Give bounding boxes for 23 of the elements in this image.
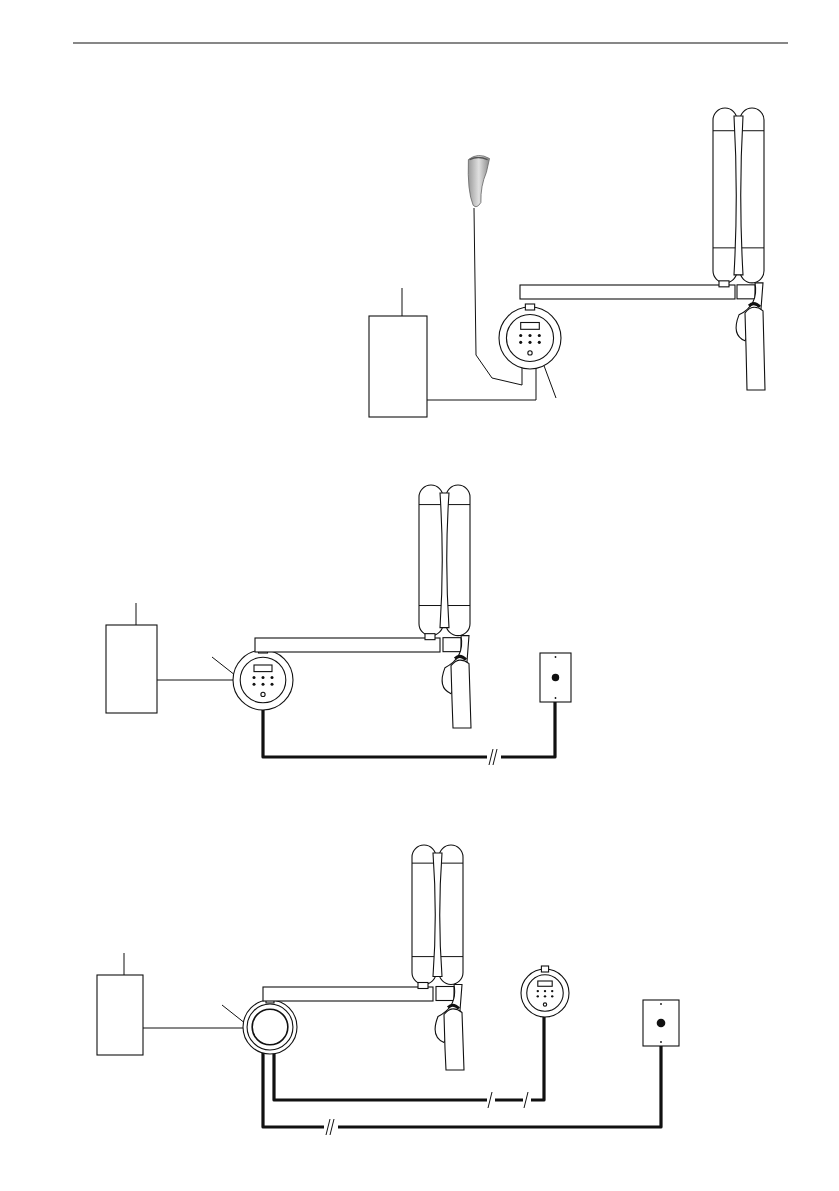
leader-line (135, 602, 137, 626)
control-unit-drawing (520, 965, 570, 1018)
leader-line (543, 365, 557, 399)
wall-switch-plate (539, 652, 572, 703)
wall-box (96, 974, 144, 1056)
wall-switch-plate (642, 999, 680, 1047)
control-unit-drawing (498, 303, 562, 370)
leader-line (401, 287, 403, 317)
cable (261, 702, 557, 759)
cable (272, 1017, 546, 1102)
x-ray-arm-drawing (418, 484, 472, 729)
remote-handset-drawing (467, 155, 490, 208)
cable (473, 207, 523, 386)
x-ray-arm-drawing (712, 107, 766, 391)
arm-bar (262, 986, 434, 1002)
leader-line (123, 952, 125, 976)
leader-line (221, 1004, 244, 1023)
x-ray-arm-drawing (411, 844, 465, 1071)
wall-box (105, 624, 158, 714)
wall-box (368, 315, 428, 418)
cable (261, 1046, 663, 1129)
arm-bar (254, 637, 441, 653)
arm-bar (519, 284, 736, 300)
